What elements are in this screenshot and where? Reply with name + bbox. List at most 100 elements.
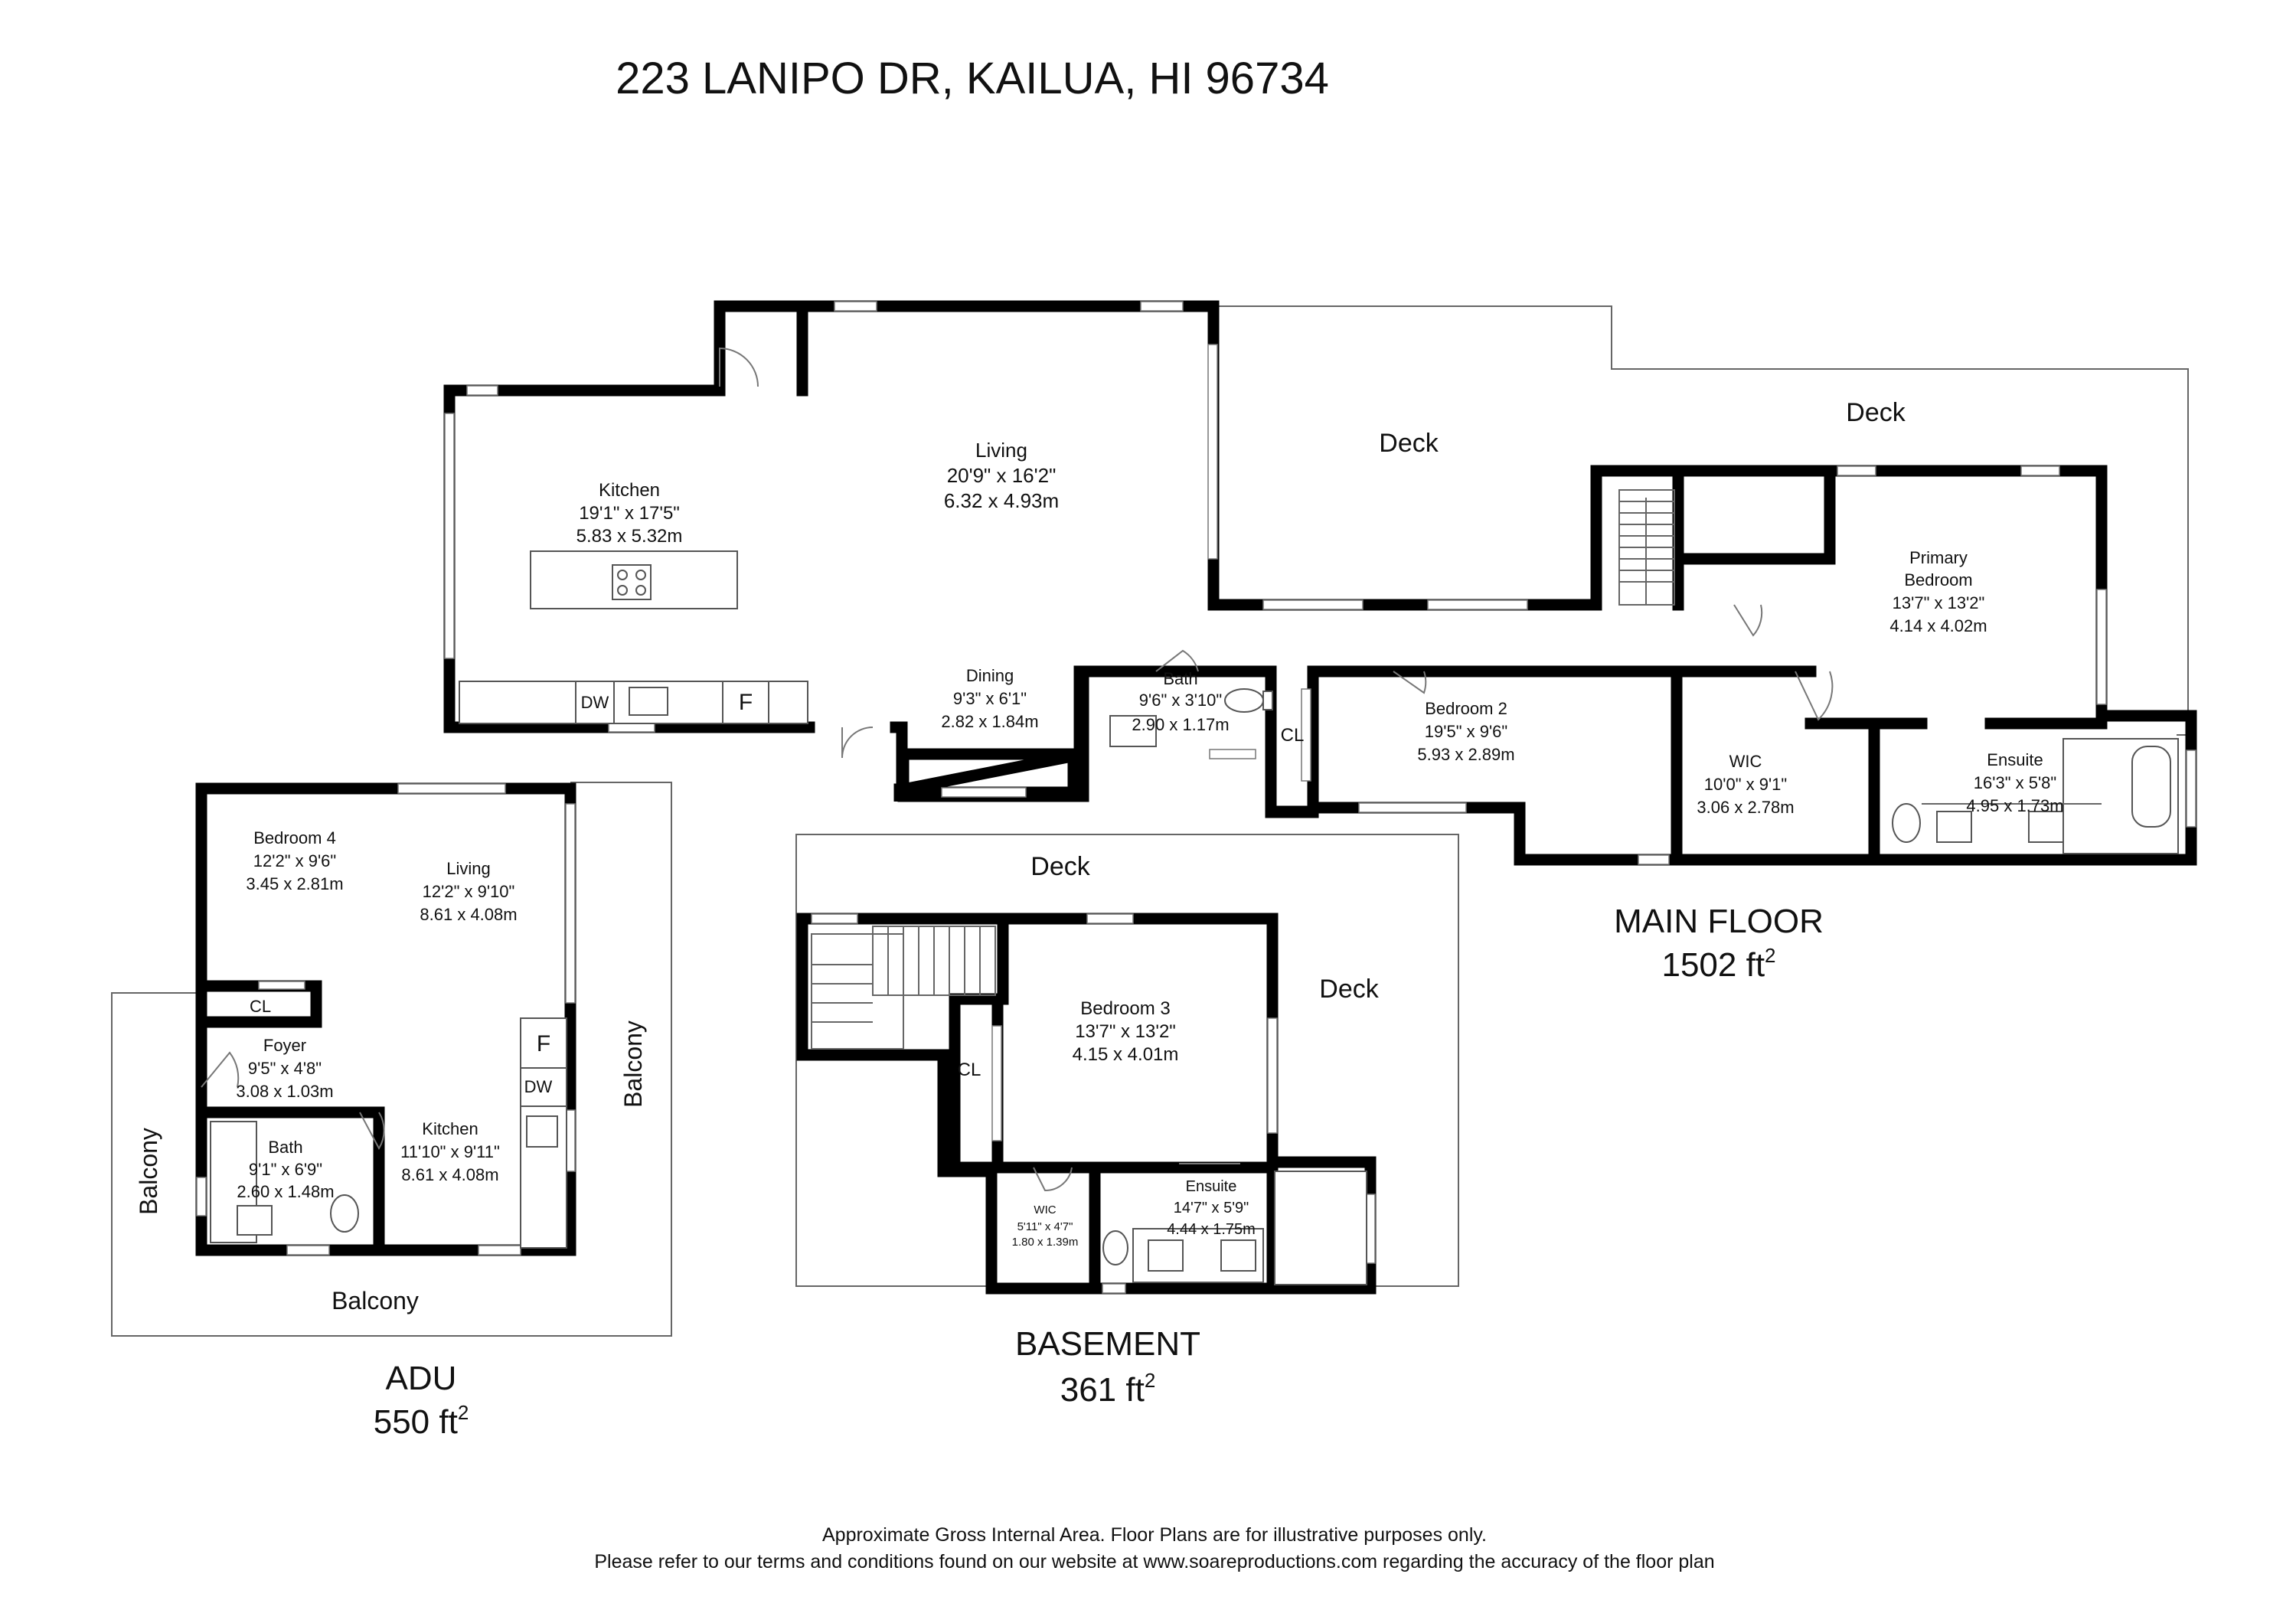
adu-balcony-outline (111, 782, 672, 1337)
svg-text:Ensuite: Ensuite (1987, 750, 2043, 769)
window (811, 913, 858, 924)
toilet-tank-icon (1262, 691, 1273, 710)
room-label-main-bedroom2: Bedroom 2 19'5" x 9'6" 5.93 x 2.89m (1417, 699, 1514, 764)
window (1301, 688, 1311, 782)
window (1262, 599, 1364, 610)
door (841, 727, 874, 759)
room-label-main-living: Living 20'9" x 16'2" 6.32 x 4.93m (944, 439, 1059, 512)
svg-text:3.45 x 2.81m: 3.45 x 2.81m (246, 874, 343, 893)
toilet-icon (330, 1194, 359, 1233)
burner-icon (617, 585, 628, 596)
svg-text:Foyer: Foyer (263, 1036, 306, 1055)
room-label-main-ensuite: Ensuite 16'3" x 5'8" 4.95 x 1.73m (1966, 750, 2063, 815)
svg-text:16'3" x 5'8": 16'3" x 5'8" (1974, 773, 2056, 792)
svg-text:10'0" x 9'1": 10'0" x 9'1" (1704, 775, 1787, 794)
svg-text:5'11" x 4'7": 5'11" x 4'7" (1017, 1220, 1073, 1233)
window (1638, 854, 1670, 865)
svg-text:19'5" x 9'6": 19'5" x 9'6" (1425, 722, 1507, 741)
adu-balcony-label-west: Balcony (135, 1128, 162, 1215)
basement-closet-wall (949, 993, 1004, 1174)
window (941, 787, 1027, 798)
basement-deck-label-east: Deck (1319, 975, 1379, 1004)
window (2096, 589, 2107, 705)
window (1140, 301, 1184, 312)
main-bath-walls (1077, 665, 1277, 760)
svg-text:5.93 x 2.89m: 5.93 x 2.89m (1417, 745, 1514, 764)
basement-floor-area: 361 ft2 (1060, 1369, 1156, 1409)
adu-floor-name: ADU (386, 1360, 457, 1397)
svg-text:3.08 x 1.03m: 3.08 x 1.03m (236, 1082, 333, 1101)
window (1267, 1017, 1278, 1134)
adu-floor-area: 550 ft2 (374, 1401, 469, 1441)
footer-disclaimer-line2: Please refer to our terms and conditions… (594, 1551, 1714, 1572)
window (1427, 599, 1528, 610)
main-closet-walls (1265, 665, 1319, 818)
main-primary-closet-wall (1672, 465, 1836, 565)
toilet-icon (1102, 1230, 1128, 1265)
dishwasher (520, 1067, 567, 1107)
window (565, 803, 576, 1004)
fridge-label: F (739, 690, 753, 715)
dishwasher-label: DW (581, 693, 609, 712)
adu-closet-label: CL (250, 997, 271, 1016)
svg-text:Ensuite: Ensuite (1186, 1178, 1237, 1195)
main-closet-label: CL (1281, 725, 1305, 746)
svg-text:8.61 x 4.08m: 8.61 x 4.08m (401, 1165, 498, 1184)
adu-fridge-label: F (537, 1031, 550, 1056)
door (359, 1112, 385, 1151)
adu-walls (195, 782, 576, 1256)
room-label-main-bath: Bath 9'6" x 3'10" 2.90 x 1.17m (1132, 669, 1229, 734)
window (196, 1177, 207, 1216)
room-label-adu-bedroom4: Bedroom 4 12'2" x 9'6" 3.45 x 2.81m (246, 828, 343, 893)
window (466, 385, 498, 396)
basement-staircase (811, 926, 996, 1050)
burner-icon (635, 570, 646, 580)
svg-text:14'7" x 5'9": 14'7" x 5'9" (1174, 1200, 1249, 1216)
basement-closet-label: CL (958, 1060, 981, 1080)
vanity-sink-icon (1109, 715, 1157, 747)
svg-text:1.80 x 1.39m: 1.80 x 1.39m (1012, 1236, 1079, 1249)
svg-text:19'1" x 17'5": 19'1" x 17'5" (579, 503, 680, 524)
adu-plan: F DW Bedroom 4 12'2" x 9'6" 3.45 x 2.81m… (111, 782, 672, 1441)
svg-text:13'7" x 13'2": 13'7" x 13'2" (1075, 1021, 1176, 1042)
svg-text:2.82 x 1.84m: 2.82 x 1.84m (941, 712, 1038, 731)
closet-door (258, 981, 305, 990)
basement-floor-name: BASEMENT (1015, 1325, 1200, 1363)
property-address-title: 223 LANIPO DR, KAILUA, HI 96734 (616, 54, 1329, 103)
room-label-adu-living: Living 12'2" x 9'10" 8.61 x 4.08m (420, 859, 517, 924)
vanity-sink-icon (1936, 811, 1972, 843)
svg-text:3.06 x 2.78m: 3.06 x 2.78m (1697, 798, 1794, 817)
main-floor-name: MAIN FLOOR (1614, 903, 1824, 940)
fridge (722, 681, 769, 724)
room-label-main-wic: WIC 10'0" x 9'1" 3.06 x 2.78m (1697, 752, 1794, 817)
window (397, 783, 506, 794)
main-staircase (1618, 489, 1675, 606)
svg-text:5.83 x 5.32m: 5.83 x 5.32m (576, 526, 683, 547)
svg-text:2.90 x 1.17m: 2.90 x 1.17m (1132, 715, 1229, 734)
kitchen-sink-icon (526, 1115, 558, 1148)
svg-text:Bath: Bath (268, 1138, 302, 1157)
burner-icon (635, 585, 646, 596)
vanity-sink-icon (237, 1205, 273, 1236)
window (834, 301, 877, 312)
svg-text:9'3" x 6'1": 9'3" x 6'1" (953, 689, 1027, 708)
room-label-main-primary-bedroom: Primary Bedroom 13'7" x 13'2" 4.14 x 4.0… (1889, 548, 1987, 635)
svg-text:Bedroom: Bedroom (1904, 570, 1972, 589)
svg-text:4.95 x 1.73m: 4.95 x 1.73m (1966, 796, 2063, 815)
main-bedroom2-walls (1207, 465, 2197, 866)
svg-text:4.44 x 1.75m: 4.44 x 1.75m (1167, 1221, 1256, 1238)
adu-balcony-label-south: Balcony (331, 1287, 419, 1314)
svg-text:WIC: WIC (1034, 1203, 1056, 1216)
door (1155, 649, 1199, 672)
room-label-adu-bath: Bath 9'1" x 6'9" 2.60 x 1.48m (237, 1138, 334, 1201)
svg-text:12'2" x 9'10": 12'2" x 9'10" (423, 882, 515, 901)
svg-text:13'7" x 13'2": 13'7" x 13'2" (1893, 593, 1985, 612)
burner-icon (617, 570, 628, 580)
svg-text:Living: Living (975, 439, 1027, 462)
svg-text:Bedroom 2: Bedroom 2 (1425, 699, 1507, 718)
main-floor-plan: DW F Deck Deck Kitchen 19'1" x 17'5" 5.8… (443, 300, 2197, 984)
room-label-basement-wic: WIC 5'11" x 4'7" 1.80 x 1.39m (1012, 1203, 1079, 1249)
main-kitchen-walls (796, 300, 1220, 397)
dishwasher (575, 681, 615, 724)
